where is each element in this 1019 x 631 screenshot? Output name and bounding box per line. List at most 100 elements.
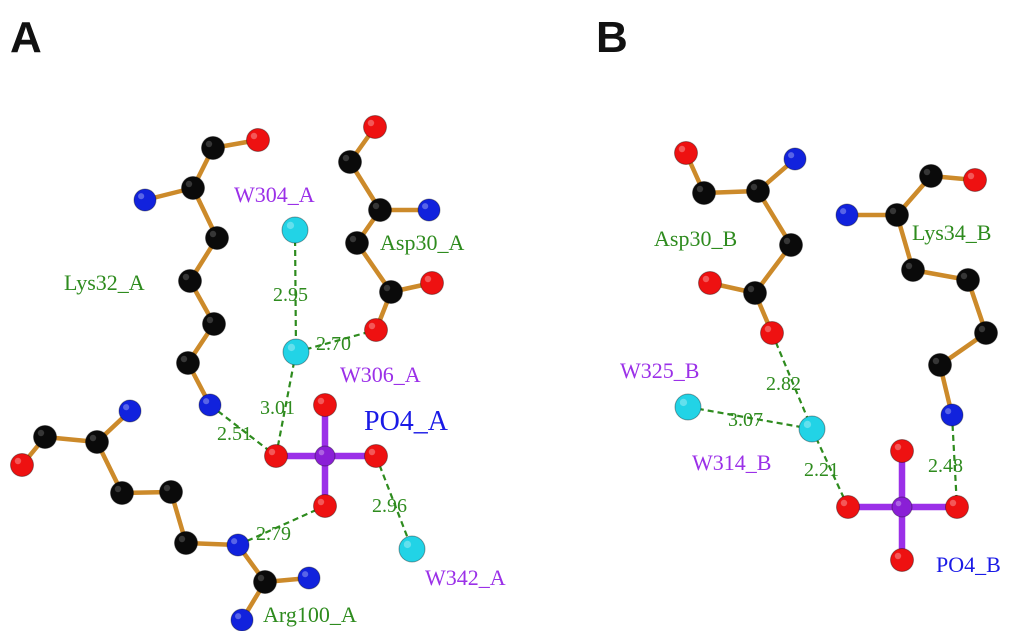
dist-w306-asp: 2.70 xyxy=(316,333,351,355)
atom-highlight-aAsp2 xyxy=(342,154,350,162)
atom-highlight-aArg10 xyxy=(302,571,309,578)
atom-aArg10 xyxy=(297,566,321,590)
hbond-aW306-aAsp8 xyxy=(295,328,377,354)
hbond-aW306-aO2 xyxy=(274,351,298,457)
atom-aW304 xyxy=(281,216,309,244)
atom-aW342 xyxy=(398,535,426,563)
atom-highlight-aW342 xyxy=(403,540,412,549)
atom-aLys1 xyxy=(246,128,270,152)
atom-highlight-aLys7 xyxy=(206,316,214,324)
atom-highlight-bAsp4 xyxy=(788,152,795,159)
atom-highlight-bLys4 xyxy=(889,207,897,215)
atom-highlight-aO3 xyxy=(368,448,376,456)
atom-aArg7 xyxy=(174,531,198,555)
dist-w306-o: 3.01 xyxy=(260,397,295,419)
atom-bO3 xyxy=(945,495,969,519)
atom-highlight-aAsp1 xyxy=(367,119,375,127)
dist-w342-o: 2.96 xyxy=(372,495,407,517)
hbond-aLys9-aO2 xyxy=(209,404,277,457)
atom-aO4 xyxy=(313,494,337,518)
atom-highlight-aO1 xyxy=(317,397,325,405)
atom-highlight-aArg4 xyxy=(123,404,130,411)
dist-lys-o: 2.51 xyxy=(217,423,252,445)
atom-aO1 xyxy=(313,393,337,417)
atom-aArg1 xyxy=(10,453,34,477)
atom-highlight-aArg7 xyxy=(178,535,186,543)
atom-highlight-bLys3 xyxy=(840,208,847,215)
atom-highlight-bLys8 xyxy=(932,357,940,365)
atom-highlight-aAsp6 xyxy=(383,284,391,292)
atom-highlight-aLys3 xyxy=(138,193,145,200)
atom-aAsp2 xyxy=(338,150,362,174)
atom-highlight-bP xyxy=(895,500,902,507)
atom-highlight-bLys9 xyxy=(945,408,952,415)
label-w314-b: W314_B xyxy=(692,450,771,475)
atom-aArg3 xyxy=(85,430,109,454)
dist-w314-o: 2.21 xyxy=(804,459,839,481)
atom-bLys6 xyxy=(956,268,980,292)
panel-b-letter: B xyxy=(596,13,628,62)
atom-aP xyxy=(314,445,336,467)
label-w342-a: W342_A xyxy=(425,565,506,590)
atom-highlight-aArg2 xyxy=(37,429,45,437)
hbond-bAsp8-bW314 xyxy=(770,332,814,430)
atom-highlight-aAsp7 xyxy=(424,275,432,283)
dist-arg-o: 2.79 xyxy=(256,523,291,545)
atom-highlight-aArg11 xyxy=(235,613,242,620)
atom-highlight-aLys8 xyxy=(180,355,188,363)
atom-highlight-aAsp5 xyxy=(349,235,357,243)
atom-highlight-aArg6 xyxy=(163,484,171,492)
atom-highlight-bAsp1 xyxy=(678,145,686,153)
atom-highlight-aArg5 xyxy=(114,485,122,493)
atom-bLys3 xyxy=(835,203,859,227)
panel-a-letter: A xyxy=(10,13,42,62)
atom-highlight-bLys1 xyxy=(967,172,975,180)
atom-highlight-bAsp3 xyxy=(750,183,758,191)
label-lys34-b: Lys34_B xyxy=(912,220,991,245)
atom-highlight-aLys6 xyxy=(182,273,190,281)
label-w306-a: W306_A xyxy=(340,362,421,387)
atom-aLys4 xyxy=(181,176,205,200)
dist-asp-w314: 2.82 xyxy=(766,373,801,395)
label-asp30-a: Asp30_A xyxy=(380,230,464,255)
atom-aArg2 xyxy=(33,425,57,449)
atom-highlight-aArg1 xyxy=(14,457,22,465)
atom-highlight-aW304 xyxy=(286,221,295,230)
atom-aArg5 xyxy=(110,481,134,505)
dist-w325-w314: 3.07 xyxy=(728,409,763,431)
label-lys32-a: Lys32_A xyxy=(64,270,145,295)
atom-bLys2 xyxy=(919,164,943,188)
hbond-aArg8-aO4 xyxy=(237,504,326,547)
atom-bAsp2 xyxy=(692,181,716,205)
atom-aO2 xyxy=(264,444,288,468)
atom-bW314 xyxy=(798,415,826,443)
atom-bAsp8 xyxy=(760,321,784,345)
atom-highlight-bAsp2 xyxy=(696,185,704,193)
atom-highlight-bO2 xyxy=(840,499,848,507)
atom-bLys7 xyxy=(974,321,998,345)
atom-highlight-bW325 xyxy=(679,398,688,407)
atom-highlight-aW306 xyxy=(287,343,296,352)
atom-aArg11 xyxy=(230,608,254,631)
panel-a: W304_A Asp30_A Lys32_A W306_A PO4_A W342… xyxy=(64,182,506,627)
hbond-bW325-bW314 xyxy=(687,405,813,431)
atom-highlight-bAsp7 xyxy=(747,285,755,293)
atom-bO2 xyxy=(836,495,860,519)
atom-highlight-bW314 xyxy=(803,420,812,429)
atom-aW306 xyxy=(282,338,310,366)
atom-highlight-aP xyxy=(318,449,325,456)
atom-highlight-aLys1 xyxy=(250,132,258,140)
label-arg100-a: Arg100_A xyxy=(263,602,357,627)
atom-aAsp4 xyxy=(417,198,441,222)
atom-aLys9 xyxy=(198,393,222,417)
atom-highlight-bO3 xyxy=(949,499,957,507)
label-po4-b: PO4_B xyxy=(936,552,1001,577)
atom-bLys1 xyxy=(963,168,987,192)
dist-w304-w306: 2.95 xyxy=(273,284,308,306)
atom-bLys9 xyxy=(940,403,964,427)
atom-bAsp4 xyxy=(783,147,807,171)
atom-aLys7 xyxy=(202,312,226,336)
atom-bW325 xyxy=(674,393,702,421)
panel-b: Asp30_B Lys34_B W325_B W314_B PO4_B 2.82… xyxy=(620,220,1001,577)
